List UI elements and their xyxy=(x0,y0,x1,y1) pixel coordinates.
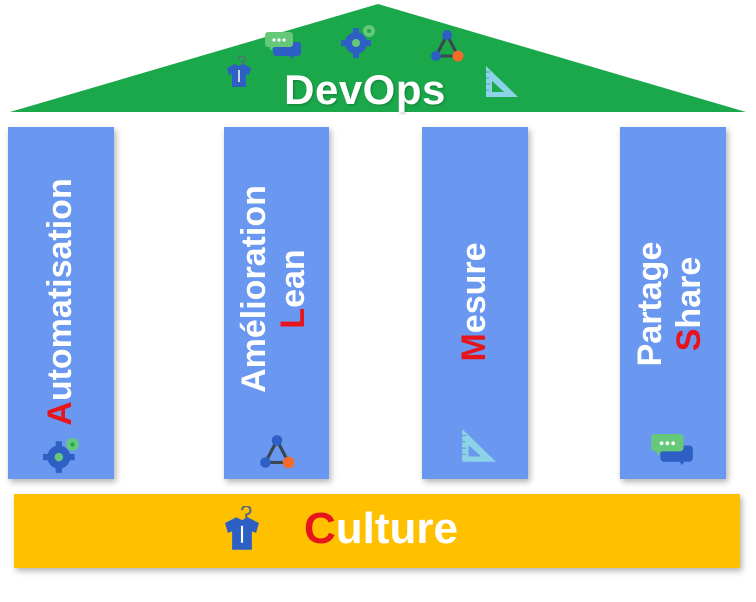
pillar-line1: Partage xyxy=(631,241,669,367)
pillar-text: ean xyxy=(274,249,313,308)
chat-bubbles-icon xyxy=(651,433,693,466)
base-initial: C xyxy=(304,504,336,553)
pillar-initial: A xyxy=(41,401,79,426)
gears-icon xyxy=(43,438,79,473)
chat-bubbles-icon xyxy=(265,32,301,59)
base-culture: Culture xyxy=(14,494,740,568)
base-label: Culture xyxy=(304,504,458,554)
pillar-line2: Lean xyxy=(274,121,313,457)
pillar-automatisation: Automatisation xyxy=(8,127,114,479)
pillar-label: Automatisation xyxy=(41,134,81,470)
pillar-mesure: Mesure xyxy=(422,127,528,479)
gears-icon xyxy=(341,25,375,58)
pillar-initial: S xyxy=(670,328,709,352)
pillar-line2: Share xyxy=(670,136,709,472)
pillar-label: Partage Share xyxy=(631,136,715,472)
tshirt-hanger-icon xyxy=(225,506,259,550)
set-square-ruler-icon xyxy=(486,66,518,97)
set-square-ruler-icon xyxy=(462,429,496,462)
pillar-label: Amélioration Lean xyxy=(235,121,319,457)
workflow-nodes-icon xyxy=(260,435,295,469)
tshirt-hanger-icon xyxy=(227,56,251,87)
workflow-nodes-icon xyxy=(431,30,464,62)
pillar-text: esure xyxy=(455,242,493,334)
roof-title: DevOps xyxy=(284,66,446,113)
roof xyxy=(10,4,746,112)
pillar-partage-share: Partage Share xyxy=(620,127,726,479)
pillar-label: Mesure xyxy=(455,134,495,470)
pillar-text: utomatisation xyxy=(41,178,79,402)
pillar-initial: L xyxy=(274,307,313,329)
base-text: ulture xyxy=(335,504,459,553)
pillar-text: hare xyxy=(670,256,709,329)
pillar-amelioration-lean: Amélioration Lean xyxy=(224,127,329,479)
pillar-line1: Amélioration xyxy=(235,185,273,393)
pillar-initial: M xyxy=(455,333,493,362)
